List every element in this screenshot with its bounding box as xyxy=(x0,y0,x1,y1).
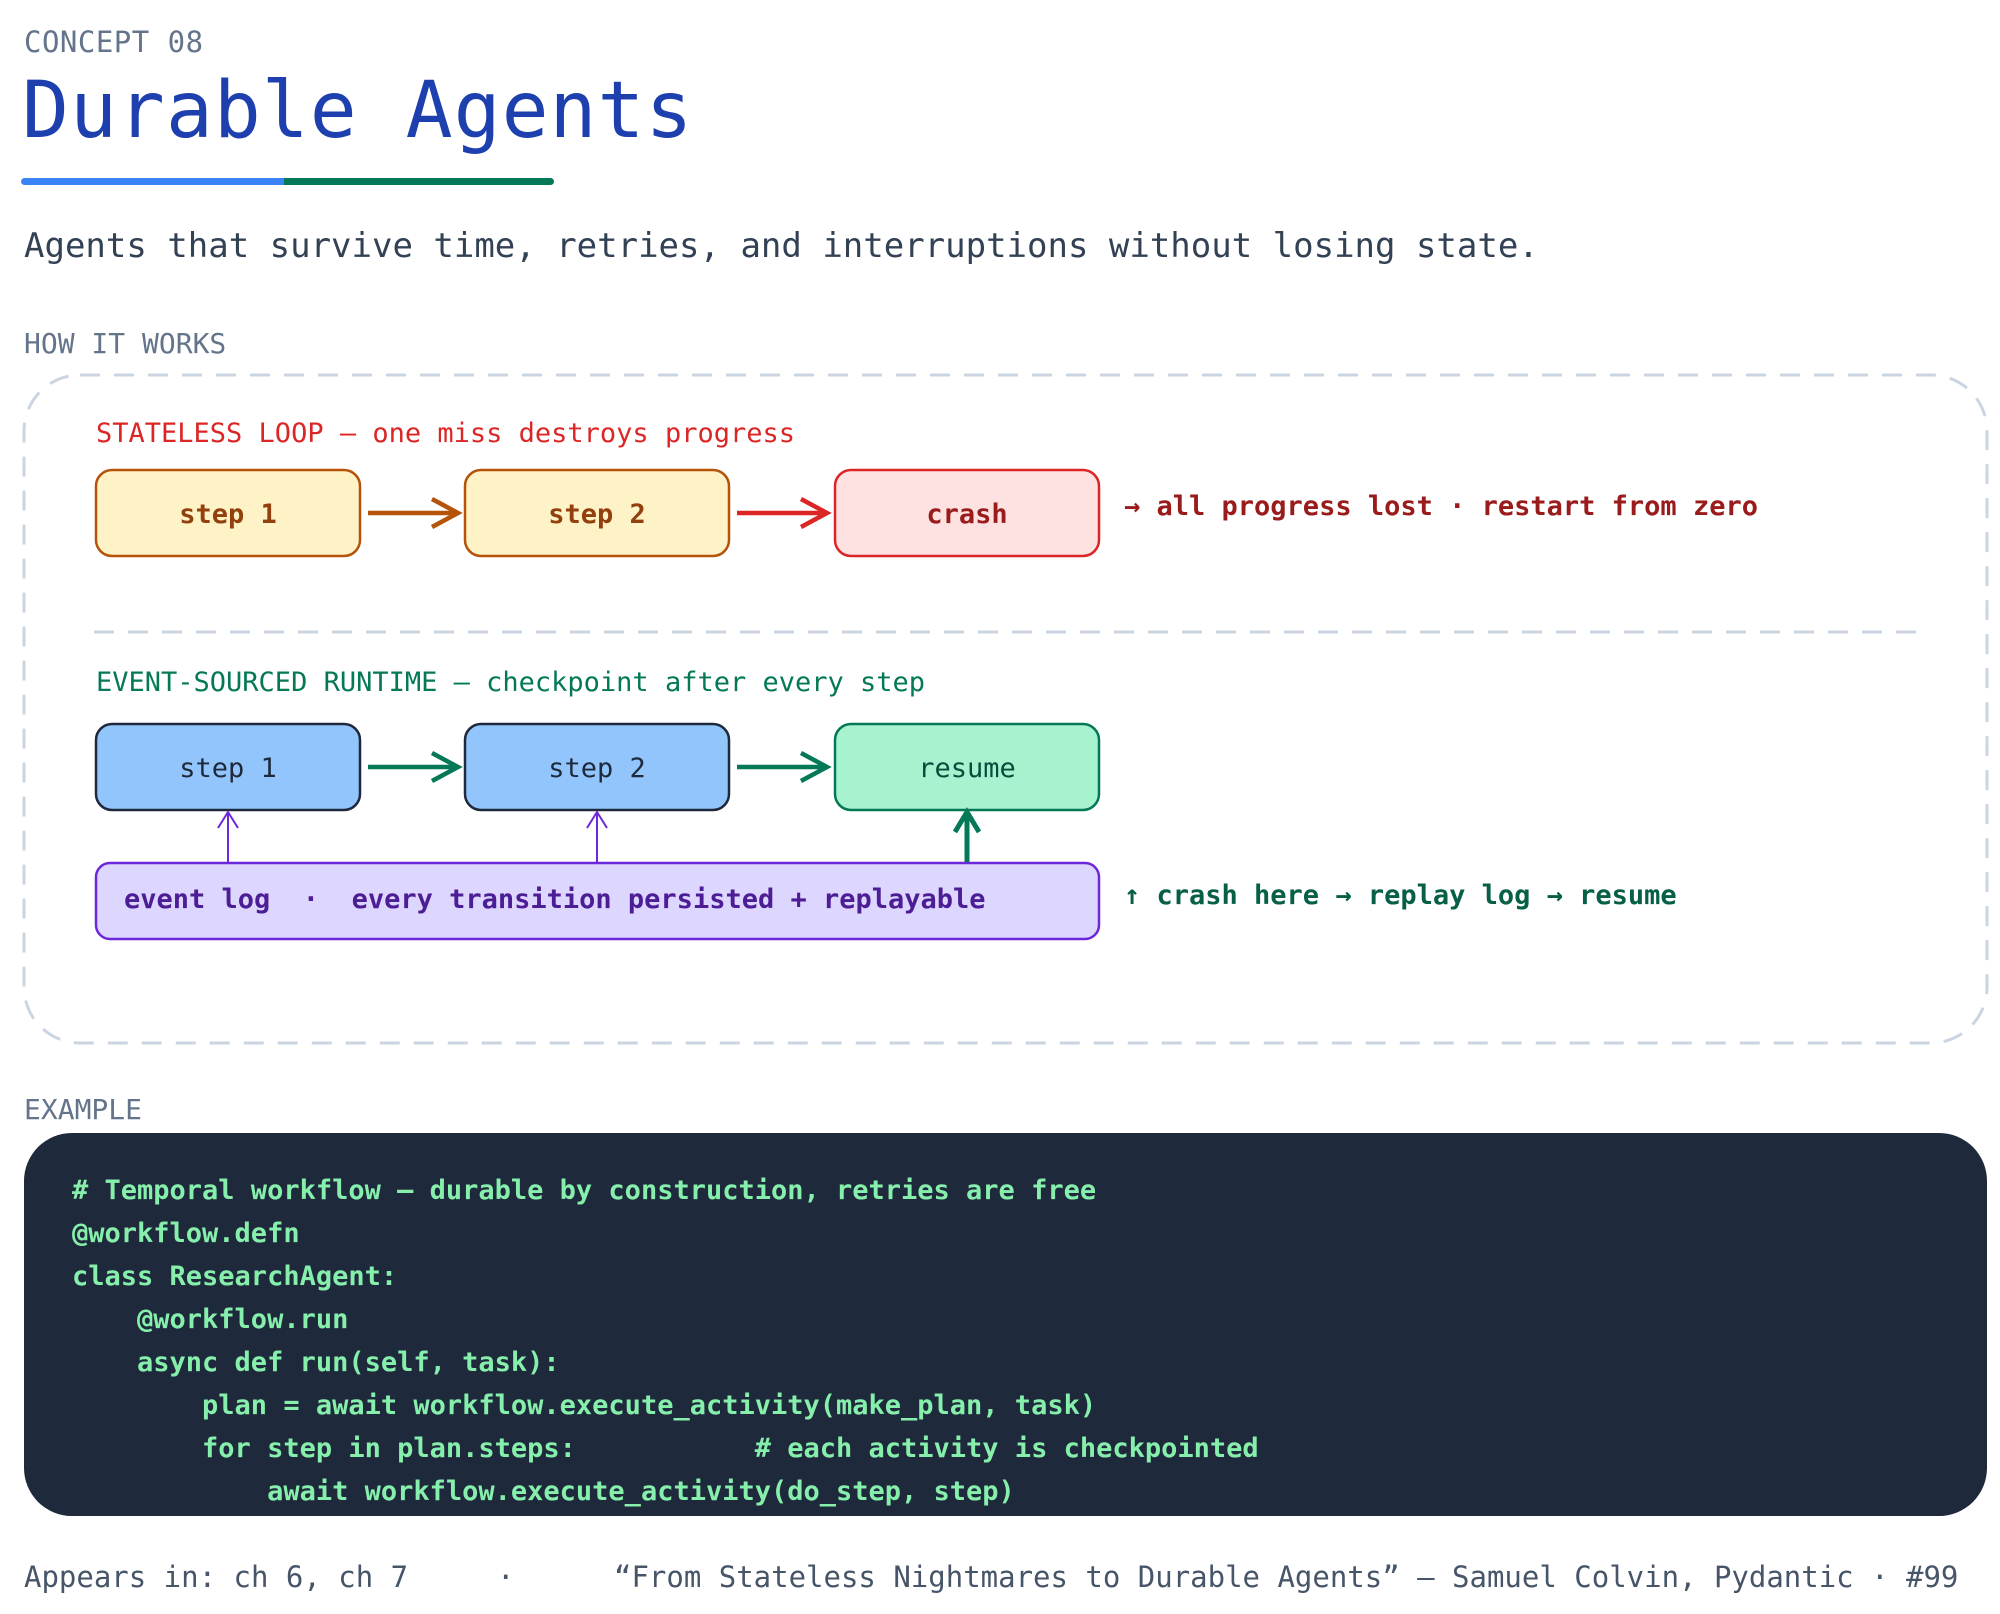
crash-box xyxy=(833,468,1101,558)
log-to-step-2-arrow xyxy=(586,810,608,862)
stateless-note: → all progress lost · restart from zero xyxy=(1124,491,1758,522)
stateless-step-2-label: step 2 xyxy=(548,499,646,530)
source-citation: “From Stateless Nightmares to Durable Ag… xyxy=(614,1560,1959,1594)
event-sourced-heading: EVENT-SOURCED RUNTIME — checkpoint after… xyxy=(96,667,926,698)
stateless-step-1-label: step 1 xyxy=(179,499,277,530)
event-step-2-label: step 2 xyxy=(548,753,646,784)
code-block xyxy=(24,1133,1987,1516)
diagram-container xyxy=(22,373,1989,1045)
code-line: for step in plan.steps: # each activity … xyxy=(72,1433,1259,1464)
code-line: @workflow.defn xyxy=(72,1218,300,1249)
footer-separator: · xyxy=(497,1560,515,1594)
stateless-step-2-box xyxy=(463,468,731,558)
event-step-2-box xyxy=(463,722,731,812)
event-step-1-box xyxy=(94,722,362,812)
code-lines: # Temporal workflow — durable by constru… xyxy=(72,1169,1259,1513)
code-line: # Temporal workflow — durable by constru… xyxy=(72,1175,1097,1206)
event-sourced-note: ↑ crash here → replay log → resume xyxy=(1124,880,1677,911)
log-to-resume-arrow xyxy=(952,807,982,862)
resume-label: resume xyxy=(918,753,1016,784)
concept-eyebrow: CONCEPT 08 xyxy=(24,25,204,59)
title-underline-green xyxy=(284,178,554,185)
code-line: plan = await workflow.execute_activity(m… xyxy=(72,1390,1097,1421)
event-log-box xyxy=(94,861,1101,941)
code-line: class ResearchAgent: xyxy=(72,1261,398,1292)
crash-label: crash xyxy=(926,499,1007,530)
event-arrow-1 xyxy=(368,751,463,783)
event-arrow-2 xyxy=(737,751,832,783)
log-to-step-1-arrow xyxy=(217,810,239,862)
stateless-heading: STATELESS LOOP — one miss destroys progr… xyxy=(96,418,795,449)
stateless-arrow-2 xyxy=(737,497,832,529)
example-label: EXAMPLE xyxy=(24,1093,143,1126)
how-it-works-label: HOW IT WORKS xyxy=(24,327,227,360)
code-line: await workflow.execute_activity(do_step,… xyxy=(72,1476,1015,1507)
event-log-label: event log · every transition persisted +… xyxy=(124,884,986,915)
page-subtitle: Agents that survive time, retries, and i… xyxy=(24,226,1539,266)
code-line: @workflow.run xyxy=(72,1304,349,1335)
code-line: async def run(self, task): xyxy=(72,1347,560,1378)
page-title: Durable Agents xyxy=(22,66,694,156)
stateless-arrow-1 xyxy=(368,497,463,529)
how-it-works-diagram: step 1 step 2 crash step 1 step 2 resume xyxy=(22,373,1989,1045)
appears-in-text: Appears in: ch 6, ch 7 xyxy=(24,1560,409,1594)
event-step-1-label: step 1 xyxy=(179,753,277,784)
stateless-step-1-box xyxy=(94,468,362,558)
title-underline-blue xyxy=(21,178,286,185)
